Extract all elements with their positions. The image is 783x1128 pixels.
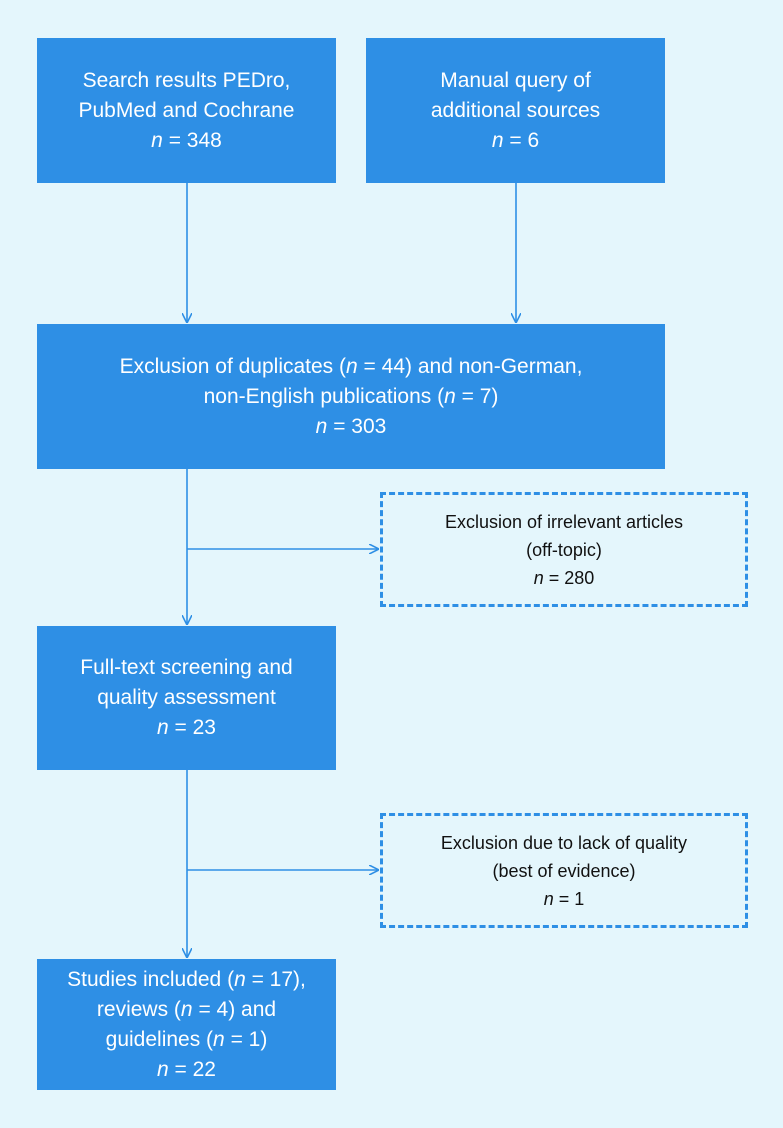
fulltext-screening-line-2: quality assessment <box>97 686 276 709</box>
text-fragment: = 1) <box>224 1027 268 1051</box>
n-symbol: n <box>346 354 358 378</box>
manual-query-line-1: Manual query of <box>440 68 591 92</box>
exclusion-irrelevant-count: n = 280 <box>534 564 595 592</box>
studies-included-box: Studies included (n = 17), reviews (n = … <box>37 959 336 1090</box>
search-results-count: n = 348 <box>151 126 222 156</box>
text-fragment: = 4) and <box>192 997 277 1021</box>
text-fragment: Exclusion of duplicates ( <box>119 354 347 378</box>
exclusion-irrelevant-box: Exclusion of irrelevant articles (off-to… <box>380 492 748 607</box>
text-fragment: guidelines ( <box>105 1027 214 1051</box>
exclusion-duplicates-n-value: = 303 <box>333 414 387 438</box>
text-fragment: = 17), <box>245 967 306 991</box>
fulltext-screening-line-1: Full-text screening and <box>80 656 293 679</box>
studies-included-line-3: guidelines (n = 1) <box>106 1025 268 1055</box>
exclusion-quality-box: Exclusion due to lack of quality (best o… <box>380 813 748 928</box>
exclusion-quality-n-value: = 1 <box>558 888 585 909</box>
studies-included-line-1: Studies included (n = 17), <box>67 965 306 995</box>
text-fragment: Studies included ( <box>67 967 235 991</box>
manual-query-line-2: additional sources <box>430 98 601 122</box>
exclusion-quality-count: n = 1 <box>544 885 585 913</box>
exclusion-quality-line-1: Exclusion due to lack of quality <box>440 832 688 853</box>
manual-query-box: Manual query of additional sources n = 6 <box>366 38 665 183</box>
n-symbol: n <box>444 384 456 408</box>
exclusion-duplicates-box: Exclusion of duplicates (n = 44) and non… <box>37 324 665 469</box>
search-results-line-2: PubMed and Cochrane <box>78 98 295 122</box>
studies-included-count: n = 22 <box>157 1055 216 1085</box>
exclusion-irrelevant-n-value: = 280 <box>548 567 595 588</box>
exclusion-irrelevant-line-2: (off-topic) <box>526 539 602 560</box>
exclusion-quality-line-2: (best of evidence) <box>492 860 636 881</box>
search-results-line-1: Search results PEDro, <box>82 68 291 92</box>
n-symbol: n <box>533 567 544 588</box>
text-fragment: = 7) <box>455 384 499 408</box>
n-symbol: n <box>180 997 193 1021</box>
n-symbol: n <box>491 128 504 152</box>
exclusion-irrelevant-line-1: Exclusion of irrelevant articles <box>444 511 684 532</box>
fulltext-screening-box: Full-text screening and quality assessme… <box>37 626 336 770</box>
search-results-n-value: = 348 <box>168 128 222 152</box>
n-symbol: n <box>543 888 554 909</box>
text-fragment: reviews ( <box>96 997 181 1021</box>
manual-query-n-value: = 6 <box>509 128 540 152</box>
n-symbol: n <box>213 1027 225 1051</box>
text-fragment: = 44) and non-German, <box>357 354 583 378</box>
exclusion-duplicates-line-2: non-English publications (n = 7) <box>204 382 499 412</box>
studies-included-n-value: = 22 <box>174 1057 216 1081</box>
text-fragment: non-English publications ( <box>203 384 445 408</box>
fulltext-screening-count: n = 23 <box>157 713 216 743</box>
fulltext-screening-n-value: = 23 <box>174 716 216 739</box>
manual-query-count: n = 6 <box>492 126 539 156</box>
n-symbol: n <box>315 414 328 438</box>
n-symbol: n <box>157 716 169 739</box>
studies-included-line-2: reviews (n = 4) and <box>97 995 276 1025</box>
exclusion-duplicates-count: n = 303 <box>316 412 387 442</box>
n-symbol: n <box>157 1057 169 1081</box>
n-symbol: n <box>151 128 163 152</box>
n-symbol: n <box>234 967 246 991</box>
exclusion-duplicates-line-1: Exclusion of duplicates (n = 44) and non… <box>120 352 583 382</box>
search-results-box: Search results PEDro, PubMed and Cochran… <box>37 38 336 183</box>
